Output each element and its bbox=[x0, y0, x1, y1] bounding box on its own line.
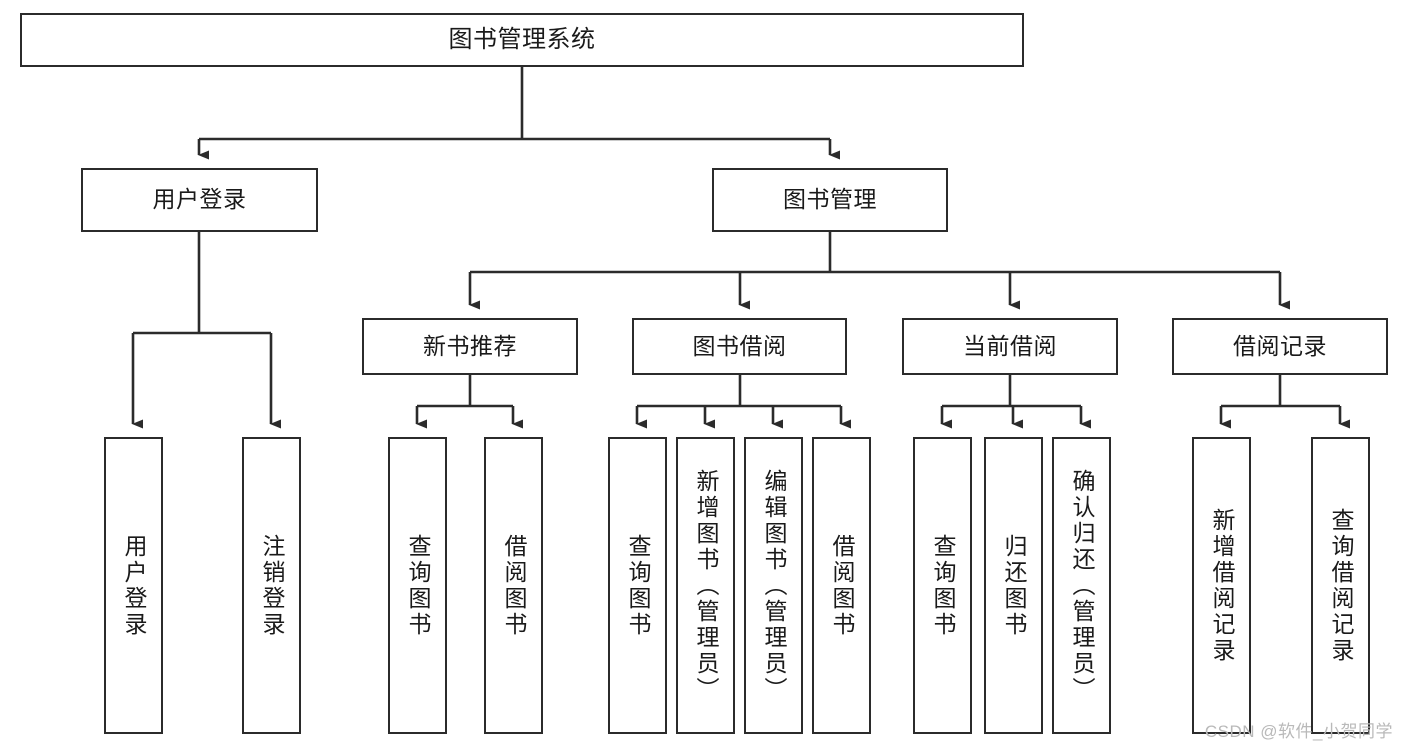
edges-book-manage-to-level3 bbox=[468, 232, 1290, 310]
edges-root-to-level2 bbox=[197, 67, 840, 160]
leaf-label: 确认归还（管理员） bbox=[1069, 468, 1095, 703]
leaf-label: 查询借阅记录 bbox=[1328, 507, 1354, 664]
leaf-user-login[interactable]: 用户登录 bbox=[104, 437, 163, 734]
node-label: 图书借阅 bbox=[692, 332, 787, 359]
leaf-label: 查询图书 bbox=[405, 533, 431, 638]
leaf-label: 借阅图书 bbox=[501, 533, 527, 638]
node-label: 用户登录 bbox=[152, 186, 247, 213]
watermark-text: CSDN @软件_小贺同学 bbox=[1204, 722, 1393, 741]
edges-new-book-recommend-to-leaves bbox=[415, 375, 523, 429]
leaf-label: 借阅图书 bbox=[829, 533, 855, 638]
leaf-borrow-book-bb[interactable]: 借阅图书 bbox=[812, 437, 871, 734]
node-borrow-record[interactable]: 借阅记录 bbox=[1172, 318, 1388, 375]
leaf-label: 归还图书 bbox=[1001, 533, 1027, 638]
leaf-label: 查询图书 bbox=[930, 533, 956, 638]
leaf-add-borrow-record[interactable]: 新增借阅记录 bbox=[1192, 437, 1251, 734]
node-label: 图书管理 bbox=[783, 186, 877, 213]
edges-current-borrow-to-leaves bbox=[940, 375, 1091, 429]
leaf-borrow-book-nbr[interactable]: 借阅图书 bbox=[484, 437, 543, 734]
leaf-label: 注销登录 bbox=[259, 533, 285, 638]
leaf-label: 新增图书（管理员） bbox=[693, 468, 719, 703]
edges-borrow-record-to-leaves bbox=[1219, 375, 1350, 429]
leaf-confirm-return-admin[interactable]: 确认归还（管理员） bbox=[1052, 437, 1111, 734]
node-book-management-system[interactable]: 图书管理系统 bbox=[20, 13, 1024, 67]
leaf-label: 查询图书 bbox=[625, 533, 651, 638]
node-label: 当前借阅 bbox=[963, 332, 1057, 359]
leaf-add-book-admin[interactable]: 新增图书（管理员） bbox=[676, 437, 735, 734]
node-user-login[interactable]: 用户登录 bbox=[81, 168, 318, 232]
node-label: 借阅记录 bbox=[1233, 332, 1327, 359]
leaf-edit-book-admin[interactable]: 编辑图书（管理员） bbox=[744, 437, 803, 734]
node-book-management[interactable]: 图书管理 bbox=[712, 168, 948, 232]
leaf-query-book-nbr[interactable]: 查询图书 bbox=[388, 437, 447, 734]
leaf-logout[interactable]: 注销登录 bbox=[242, 437, 301, 734]
node-current-borrow[interactable]: 当前借阅 bbox=[902, 318, 1118, 375]
leaf-label: 编辑图书（管理员） bbox=[761, 468, 787, 703]
leaf-return-book[interactable]: 归还图书 bbox=[984, 437, 1043, 734]
leaf-label: 新增借阅记录 bbox=[1209, 507, 1235, 664]
edges-user-login-to-leaves bbox=[131, 232, 281, 429]
leaf-query-book-bb[interactable]: 查询图书 bbox=[608, 437, 667, 734]
leaf-query-book-cb[interactable]: 查询图书 bbox=[913, 437, 972, 734]
edges-book-borrow-to-leaves bbox=[635, 375, 851, 429]
node-book-borrow[interactable]: 图书借阅 bbox=[632, 318, 847, 375]
node-label: 新书推荐 bbox=[423, 332, 517, 359]
node-label: 图书管理系统 bbox=[448, 25, 596, 53]
leaf-query-borrow-record[interactable]: 查询借阅记录 bbox=[1311, 437, 1370, 734]
node-new-book-recommend[interactable]: 新书推荐 bbox=[362, 318, 578, 375]
leaf-label: 用户登录 bbox=[121, 533, 147, 638]
